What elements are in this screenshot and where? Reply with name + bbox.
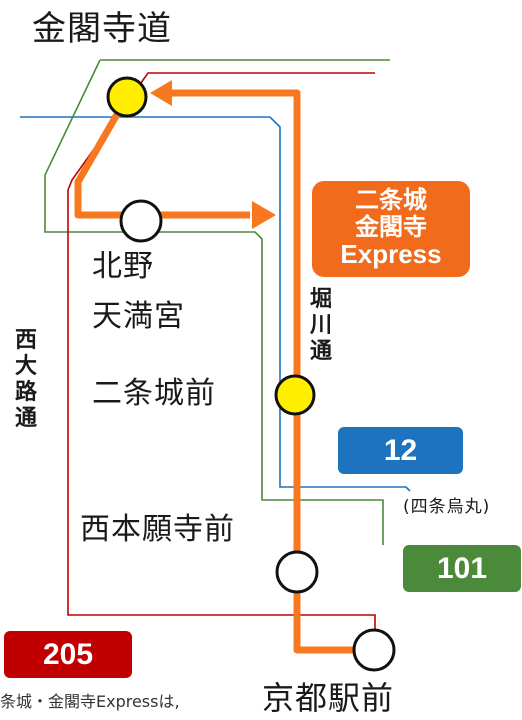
stop-nishihonganji-mae-marker[interactable] — [275, 550, 319, 594]
route-12-badge[interactable]: 12 — [338, 427, 463, 474]
stop-kinkakuji-michi-label: 金閣寺道 — [32, 9, 172, 49]
express-badge-line2: 金閣寺 — [355, 213, 427, 241]
route-101-line-left — [44, 59, 384, 545]
express-arrow-right — [252, 201, 276, 229]
stop-kyoto-eki-mae-marker[interactable] — [352, 628, 396, 672]
nishioji-dori-label: 西大路通 — [14, 328, 37, 431]
express-route-badge[interactable]: 二条城 金閣寺 Express — [312, 181, 470, 277]
route-12-note: (四条烏丸) — [403, 497, 491, 517]
express-route-line-north — [74, 95, 250, 219]
stop-kitano-tenmangu-marker[interactable] — [119, 199, 163, 243]
stop-nishihonganji-mae-label: 西本願寺前 — [80, 512, 235, 547]
stop-nijojo-mae-label: 二条城前 — [92, 376, 216, 411]
route-101-badge[interactable]: 101 — [403, 545, 521, 592]
horikawa-dori-label: 堀川通 — [309, 287, 332, 364]
route-12-line — [20, 116, 411, 492]
route-205-badge[interactable]: 205 — [4, 631, 132, 678]
express-badge-line1: 二条城 — [355, 186, 427, 214]
route-205-line — [67, 72, 376, 630]
express-badge-line3: Express — [340, 239, 442, 269]
express-arrow-left — [150, 80, 172, 106]
stop-nijojo-mae-marker[interactable] — [274, 374, 316, 416]
stop-kitano-tenmangu-label-1: 北野 — [92, 249, 154, 284]
stop-kinkakuji-michi-marker[interactable] — [106, 76, 148, 118]
stop-kitano-tenmangu-label-2: 天満宮 — [92, 299, 185, 334]
stop-kyoto-eki-mae-label: 京都駅前 — [262, 679, 395, 717]
footnote-text: 条城・金閣寺Expressは, — [0, 692, 180, 711]
